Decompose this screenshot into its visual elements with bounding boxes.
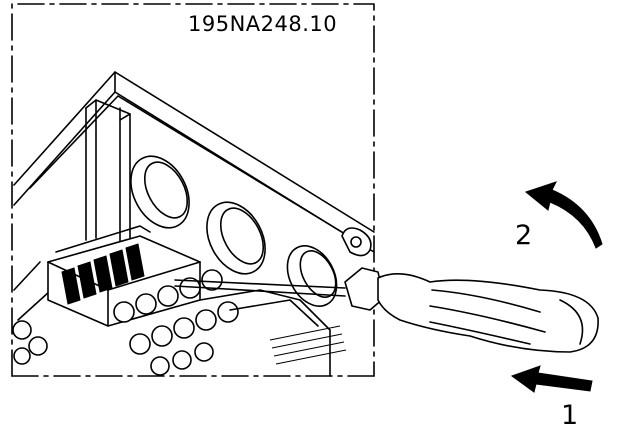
screwdriver: [174, 267, 599, 353]
cable-entry-holes: [130, 155, 372, 307]
detail-frame: [11, 3, 375, 377]
drawing-reference-code: 195NA248.10: [188, 12, 338, 36]
terminal-screws: [12, 269, 347, 377]
curved-arrow-up-left-icon: [524, 181, 603, 249]
step-2-number: 2: [515, 220, 533, 251]
step-1-number: 1: [561, 400, 579, 431]
straight-arrow-left-icon: [510, 365, 593, 393]
